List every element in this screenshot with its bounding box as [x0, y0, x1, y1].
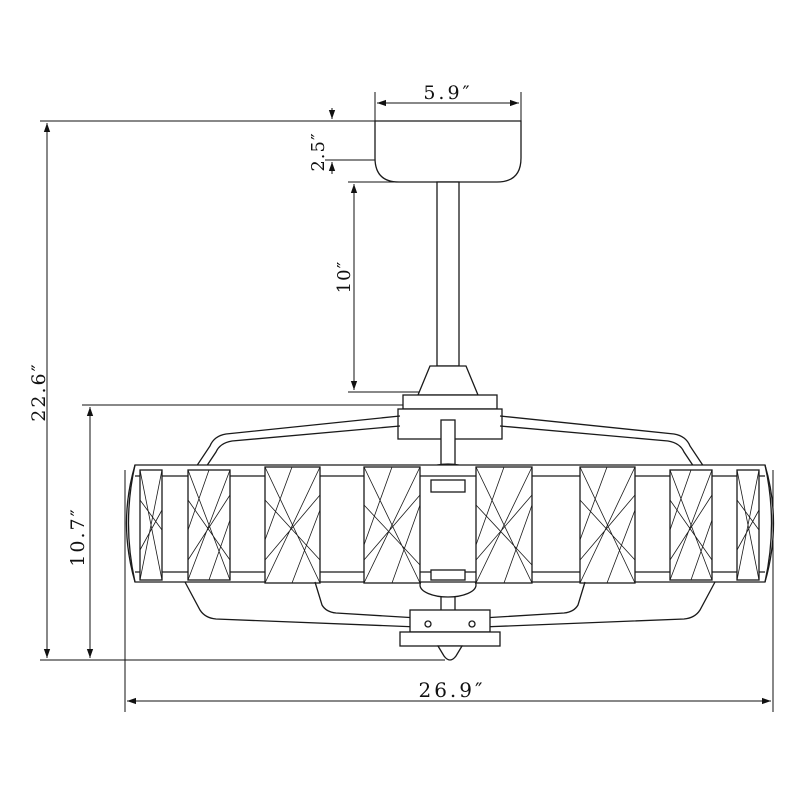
upper-arm-right [499, 415, 711, 477]
lower-arm-left [184, 581, 419, 628]
canopy-width-label: 5.9″ [423, 82, 472, 104]
crystal-panel [736, 469, 760, 581]
crystal-panel [475, 466, 533, 584]
canopy [374, 120, 522, 183]
center-bracket-lower [430, 569, 466, 581]
downrod-length-label: 10″ [334, 261, 355, 294]
crystal-panels [139, 466, 760, 584]
crystal-panel [139, 469, 163, 581]
lower-arm-right [481, 581, 716, 628]
bottom-hub [409, 609, 491, 633]
canopy-height-dimension [40, 108, 428, 174]
crystal-panel [579, 466, 636, 584]
crystal-panel [187, 469, 231, 581]
overall-height-label: 22.6″ [28, 362, 50, 421]
overall-width-label: 26.9″ [418, 678, 485, 702]
ceiling-fan-drawing [125, 120, 775, 661]
bottom-finial [436, 645, 464, 661]
shade-left-cap [125, 464, 136, 583]
downrod-dimension [348, 181, 432, 393]
body-height-label: 10.7″ [67, 507, 89, 566]
crystal-panel [264, 466, 321, 584]
canopy-width-dimension [374, 92, 522, 122]
center-bracket [430, 479, 466, 493]
lower-arm-left-inner [314, 581, 419, 619]
downrod [436, 181, 460, 367]
top-mount-plate [402, 394, 498, 410]
upper-arm-right-inner [499, 425, 701, 477]
upper-arm-left [189, 415, 401, 477]
crystal-panel [363, 466, 421, 584]
downrod-coupler [417, 365, 479, 396]
overall-height-dimension [40, 123, 445, 661]
shade-right-cap [764, 464, 775, 583]
body-height-dimension [82, 404, 403, 658]
canopy-height-label: 2.5″ [308, 132, 329, 171]
crystal-panel [669, 469, 713, 581]
bottom-plate [399, 631, 501, 647]
lower-arm-right-inner [481, 581, 586, 619]
upper-arm-left-inner [199, 425, 401, 477]
